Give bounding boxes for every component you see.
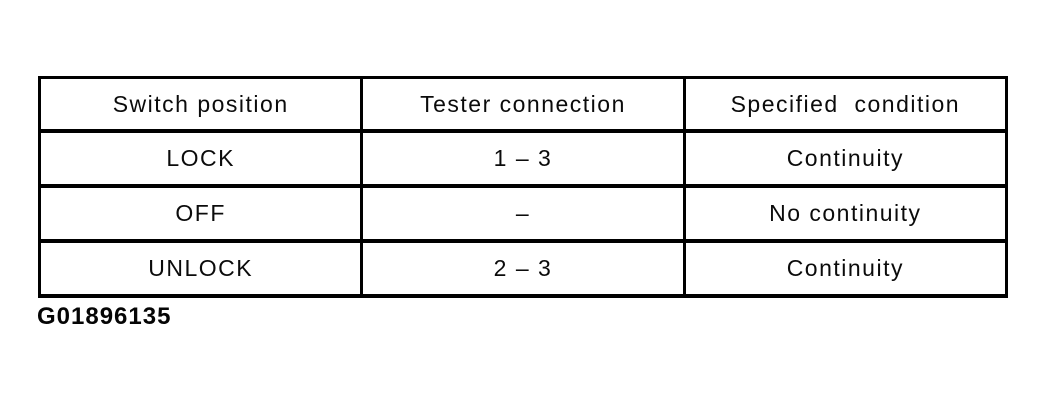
cell-switch-position: OFF	[37, 184, 364, 243]
cell-tester-connection: 2 – 3	[360, 239, 686, 298]
cell-specified-condition: Continuity	[682, 239, 1009, 298]
cell-specified-condition: Continuity	[682, 129, 1009, 188]
table-body: LOCK 1 – 3 Continuity OFF – No continuit…	[37, 129, 1009, 298]
cell-specified-condition: No continuity	[682, 184, 1009, 243]
table-header: Switch position Tester connection Specif…	[37, 76, 1009, 133]
table-row-unlock: UNLOCK 2 – 3 Continuity	[37, 239, 1009, 298]
cell-tester-connection: –	[360, 184, 686, 243]
cell-tester-connection: 1 – 3	[360, 129, 686, 188]
col-header-specified-condition: Specified condition	[682, 76, 1009, 133]
col-header-tester-connection: Tester connection	[360, 76, 686, 133]
table-row-lock: LOCK 1 – 3 Continuity	[37, 129, 1009, 188]
continuity-spec-table: Switch position Tester connection Specif…	[37, 76, 1009, 298]
table-row-off: OFF – No continuity	[37, 184, 1009, 243]
cell-switch-position: LOCK	[37, 129, 364, 188]
figure-id-label: G01896135	[37, 303, 172, 330]
header-row: Switch position Tester connection Specif…	[37, 76, 1009, 133]
cell-switch-position: UNLOCK	[37, 239, 364, 298]
col-header-switch-position: Switch position	[37, 76, 364, 133]
